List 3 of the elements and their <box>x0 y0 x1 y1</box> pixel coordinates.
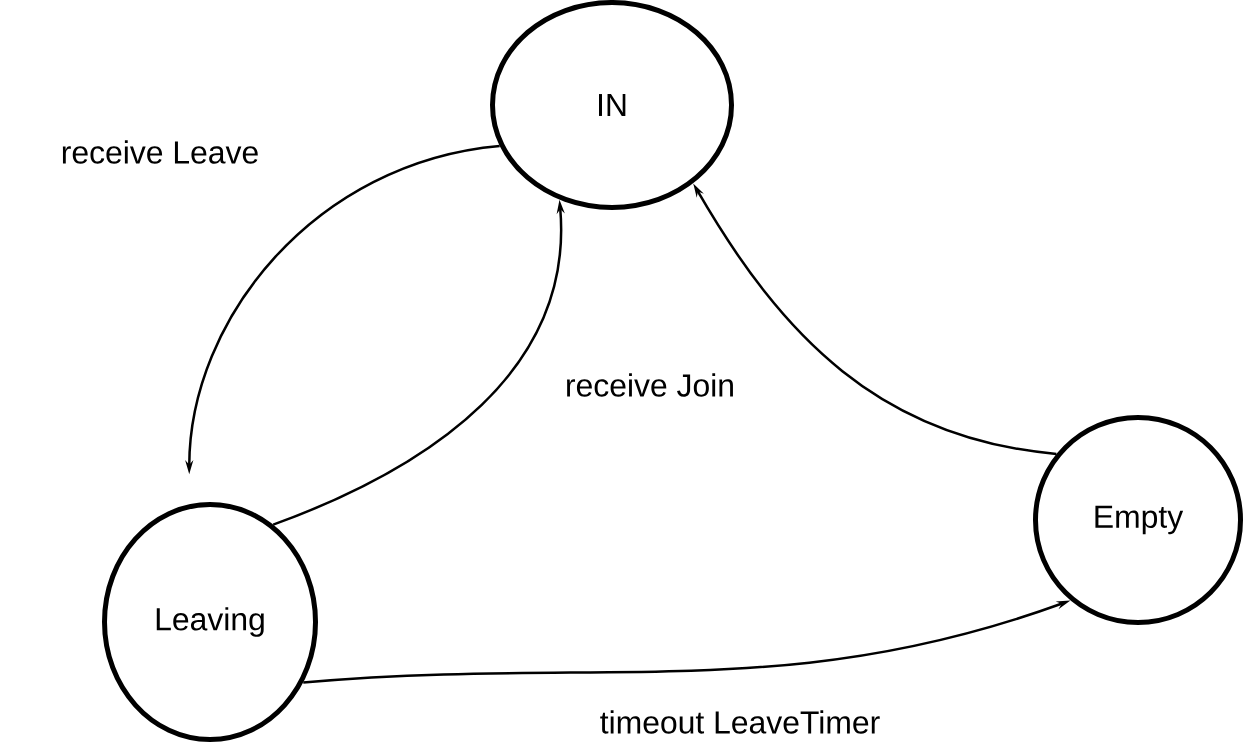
edge-label: receive Join <box>562 371 738 399</box>
edge-label: receive Leave <box>58 138 262 166</box>
edge-label: timeout LeaveTimer <box>597 708 883 736</box>
